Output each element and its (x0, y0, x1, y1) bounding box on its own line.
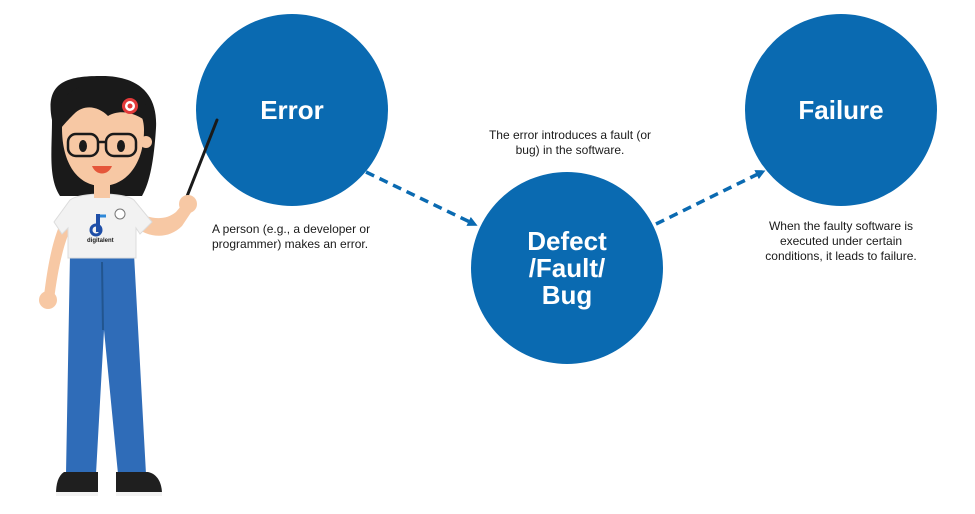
mascot-arm-left (44, 212, 74, 300)
mascot-hand-left (39, 291, 57, 309)
caption-error: A person (e.g., a developer or programme… (212, 222, 402, 252)
arrow-error-to-defect (365, 170, 478, 226)
shirt-logo-text: digitalent (87, 238, 114, 244)
mascot-hair-bangs (57, 83, 151, 132)
mascot-pants-seam (101, 261, 104, 331)
caption-defect-line2: bug) in the software. (515, 143, 625, 157)
caption-error-line1: A person (e.g., a developer or (212, 222, 371, 236)
node-failure-label: Failure (798, 94, 884, 125)
mascot-mouth (92, 166, 112, 174)
caption-failure-line1: When the faulty software is (768, 219, 914, 233)
node-defect-label-line2: /Fault/ (528, 252, 606, 283)
pointer-stick (182, 118, 219, 206)
mascot-shoe-right (116, 472, 162, 494)
mascot-pants (66, 254, 146, 474)
mascot-neck (94, 182, 110, 198)
mascot-hand-right (179, 195, 197, 213)
arrow-defect-to-failure (655, 170, 766, 226)
node-defect-label-line3: Bug (541, 279, 593, 310)
mascot-ear-right (140, 136, 152, 148)
caption-failure: When the faulty software is executed und… (748, 219, 934, 264)
caption-failure-line2: executed under certain (779, 234, 903, 248)
mascot-glasses-icon (66, 132, 138, 158)
node-failure: Failure (745, 14, 937, 206)
caption-defect-line1: The error introduces a fault (or (488, 128, 652, 142)
mascot-arm-right (134, 200, 194, 236)
mascot-eye-left (79, 140, 87, 152)
mascot-shoe-left (56, 472, 98, 494)
mascot-shoe-sole-right (116, 492, 162, 496)
mascot-eye-right (117, 140, 125, 152)
mascot-shoe-sole-left (56, 492, 98, 496)
caption-error-line2: programmer) makes an error. (212, 237, 369, 251)
caption-defect: The error introduces a fault (or bug) in… (475, 128, 665, 158)
shirt-badge-icon (114, 208, 126, 220)
node-defect-label-line1: Defect (527, 225, 607, 256)
node-defect: Defect /Fault/ Bug (471, 172, 663, 364)
target-hairclip-icon (122, 98, 138, 114)
node-error: Error (196, 14, 388, 206)
caption-failure-line3: conditions, it leads to failure. (765, 249, 917, 263)
digitalent-logo-icon (89, 214, 106, 237)
node-error-label: Error (260, 94, 324, 125)
mascot-shirt (53, 193, 153, 259)
